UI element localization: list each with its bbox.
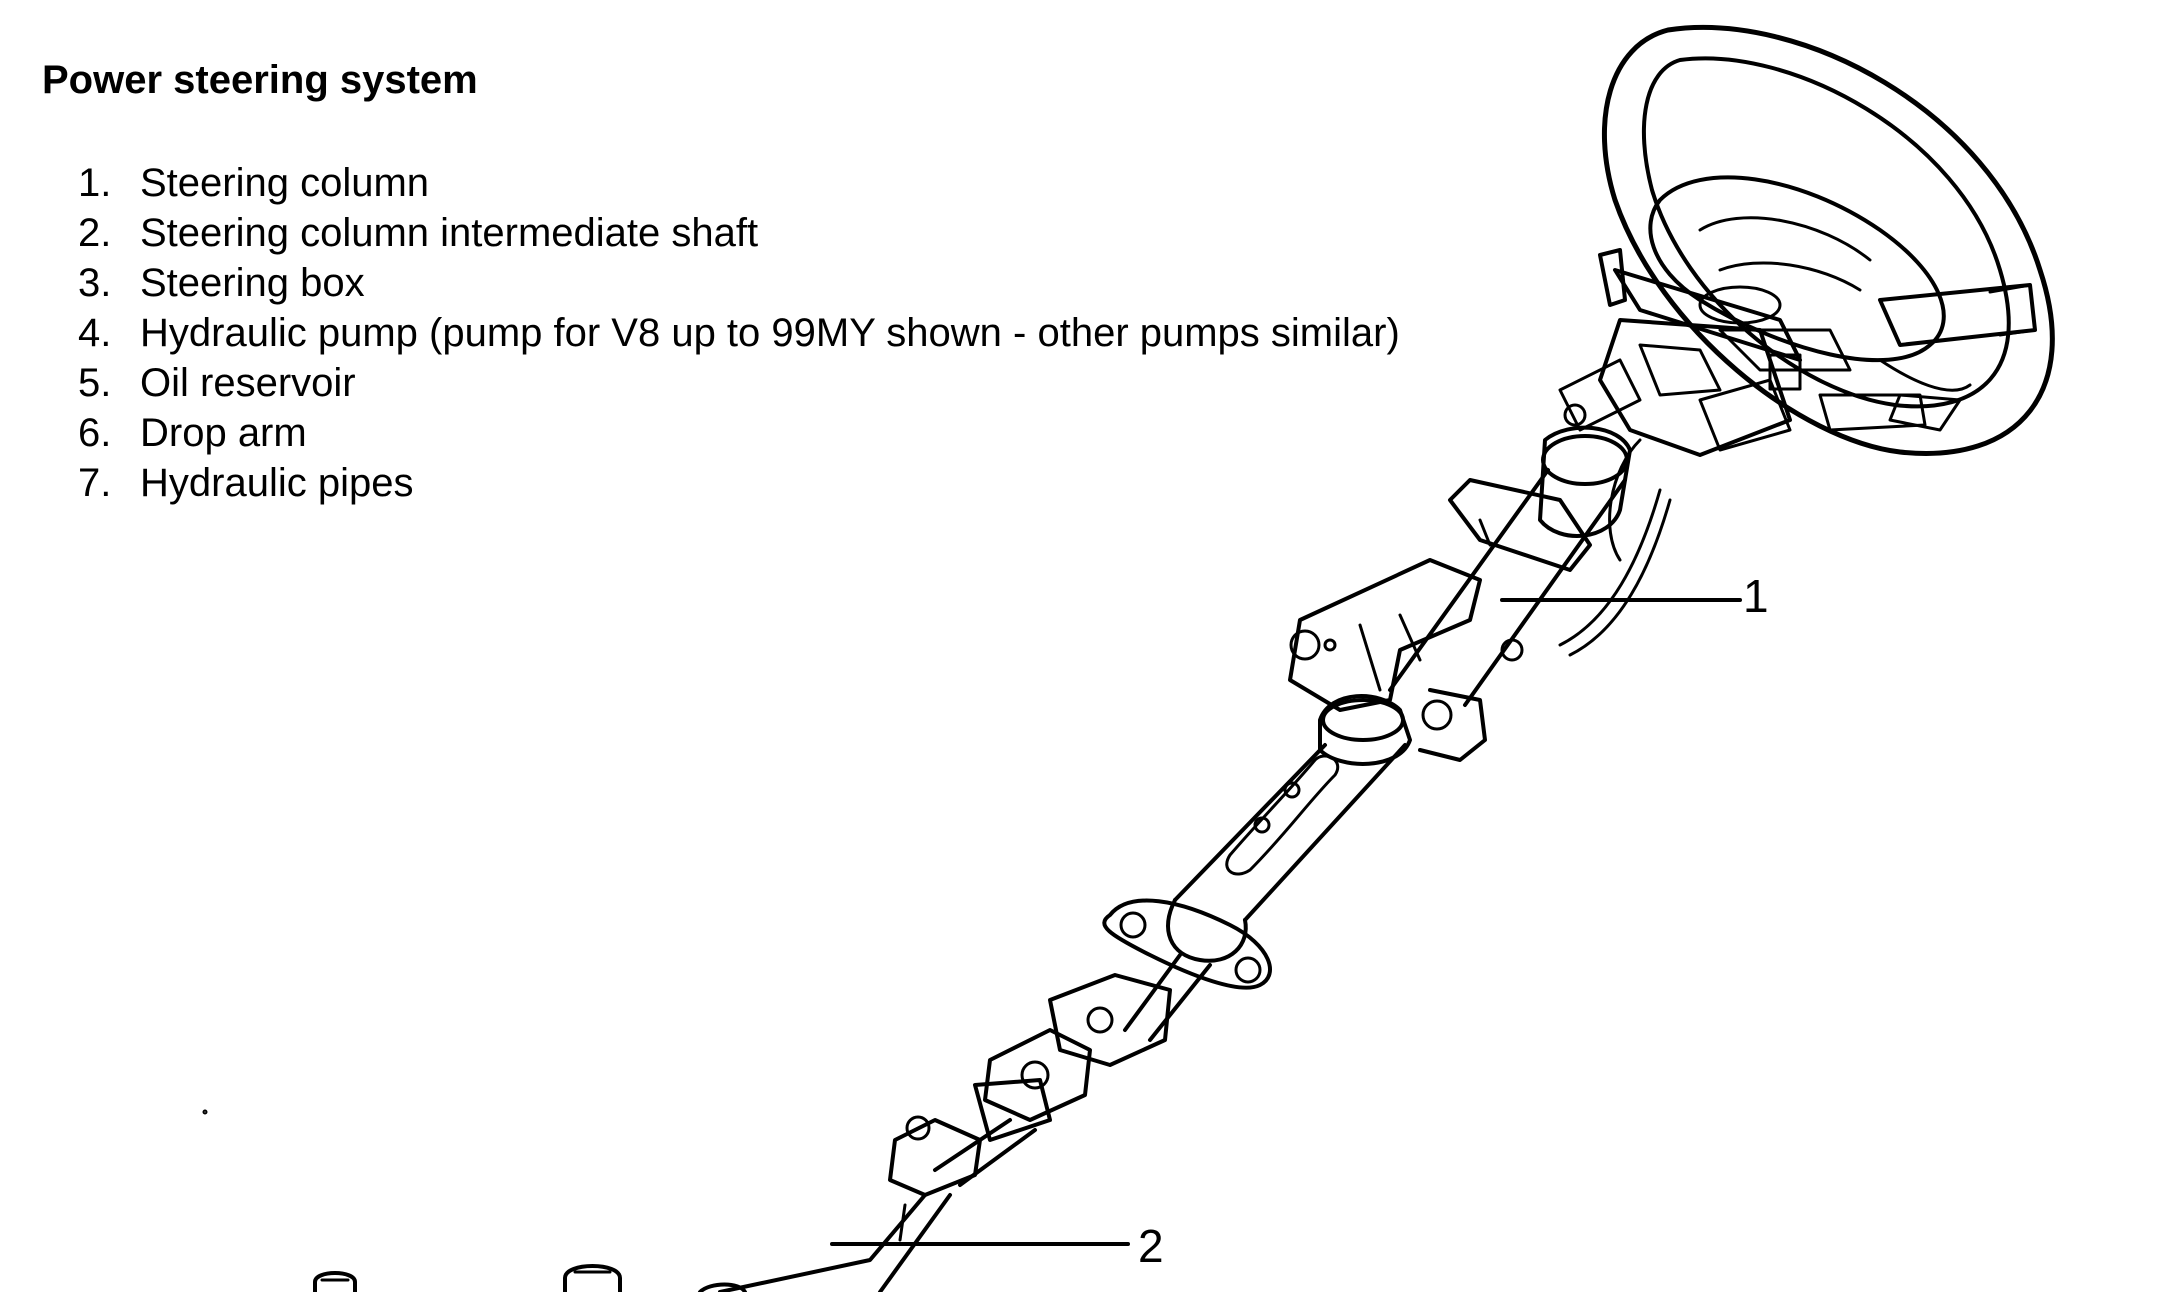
callout-2-label: 2 — [1138, 1220, 1164, 1272]
callout-2: 2 — [830, 1220, 1164, 1272]
legend-item-label: Drop arm — [140, 411, 307, 455]
legend-item-number: 6. — [78, 411, 112, 455]
legend-item: 2. Steering column intermediate shaft — [78, 208, 1400, 258]
column-switch-cluster — [1558, 248, 1927, 562]
steering-wheel — [1601, 24, 2055, 456]
legend-item-label: Steering column — [140, 161, 430, 205]
legend-item-label: Steering column intermediate shaft — [140, 211, 759, 255]
legend-item-number: 3. — [78, 261, 112, 305]
steering-box-partial — [202, 1109, 747, 1292]
legend-item-number: 7. — [78, 461, 112, 505]
legend-item: 5. Oil reservoir — [78, 358, 1400, 408]
legend-item-label: Hydraulic pipes — [140, 461, 414, 505]
legend-item: 4. Hydraulic pump (pump for V8 up to 99MY… — [78, 308, 1400, 358]
callout-1: 1 — [1500, 570, 1769, 622]
legend-item-label: Steering box — [140, 261, 365, 305]
legend-item: 7. Hydraulic pipes — [78, 458, 1400, 508]
legend-item-number: 2. — [78, 211, 112, 255]
legend-item-label: Oil reservoir — [140, 361, 356, 405]
page-title: Power steering system — [42, 58, 478, 102]
legend-item: 1. Steering column — [78, 158, 1400, 208]
legend-item: 6. Drop arm — [78, 408, 1400, 458]
legend-item-label: Hydraulic pump (pump for V8 up to 99MY s… — [140, 311, 1400, 355]
callout-1-label: 1 — [1743, 570, 1769, 622]
steering-column — [1102, 425, 1672, 990]
legend-item-number: 4. — [78, 311, 112, 355]
intermediate-shaft — [718, 953, 1212, 1292]
legend-item: 3. Steering box — [78, 258, 1400, 308]
legend-item-number: 1. — [78, 161, 112, 205]
legend-item-number: 5. — [78, 361, 112, 405]
parts-legend: 1. Steering column 2. Steering column inte… — [78, 158, 1400, 508]
